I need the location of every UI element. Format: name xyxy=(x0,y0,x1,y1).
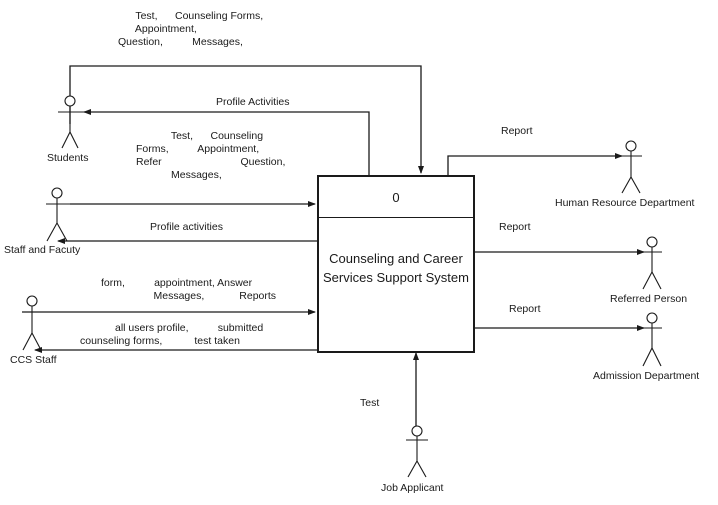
actor-admission[interactable]: Admission Department xyxy=(593,370,700,382)
flow-label-students-out: Profile Activities xyxy=(216,96,290,108)
actor-icon-admission xyxy=(641,312,662,367)
process-id: 0 xyxy=(319,177,473,218)
flow-system-to-hr xyxy=(447,153,623,175)
actor-icon-staff-faculty xyxy=(46,187,70,242)
flow-label-staff-out: Profile activities xyxy=(150,221,223,233)
flow-system-to-students xyxy=(83,109,370,175)
actor-icon-ccs-staff xyxy=(22,295,44,351)
flow-label-students-in: Test, Counseling Forms, Appointment, Que… xyxy=(118,10,264,48)
actor-job-applicant[interactable]: Job Applicant xyxy=(381,482,444,494)
process-name: Counseling and Career Services Support S… xyxy=(323,251,469,285)
actor-icon-hr xyxy=(620,140,642,194)
actor-staff-faculty[interactable]: Staff and Facuty xyxy=(4,244,81,256)
process-box[interactable]: 0 Counseling and Career Services Support… xyxy=(317,175,475,353)
actor-icon-students xyxy=(58,95,84,149)
actor-ccs-staff[interactable]: CCS Staff xyxy=(10,354,57,366)
flow-label-admission: Report xyxy=(509,303,541,315)
flow-label-staff-in: Test, Counseling Forms, Appointment, Ref… xyxy=(136,130,286,181)
flow-label-ccs-out: all users profile, submitted counseling … xyxy=(80,322,264,347)
flow-students-to-system xyxy=(69,65,424,174)
flow-label-applicant: Test xyxy=(360,397,380,409)
flow-label-ccs-in: form, appointment, Answer Messages, Repo… xyxy=(101,277,277,302)
actor-referred[interactable]: Referred Person xyxy=(610,293,688,305)
actor-icon-job-applicant xyxy=(406,425,428,478)
actor-students[interactable]: Students xyxy=(47,152,89,164)
actor-icon-referred xyxy=(641,236,662,290)
flow-label-hr: Report xyxy=(501,125,533,137)
actor-hr[interactable]: Human Resource Department xyxy=(555,197,695,209)
flow-label-referred: Report xyxy=(499,221,531,233)
